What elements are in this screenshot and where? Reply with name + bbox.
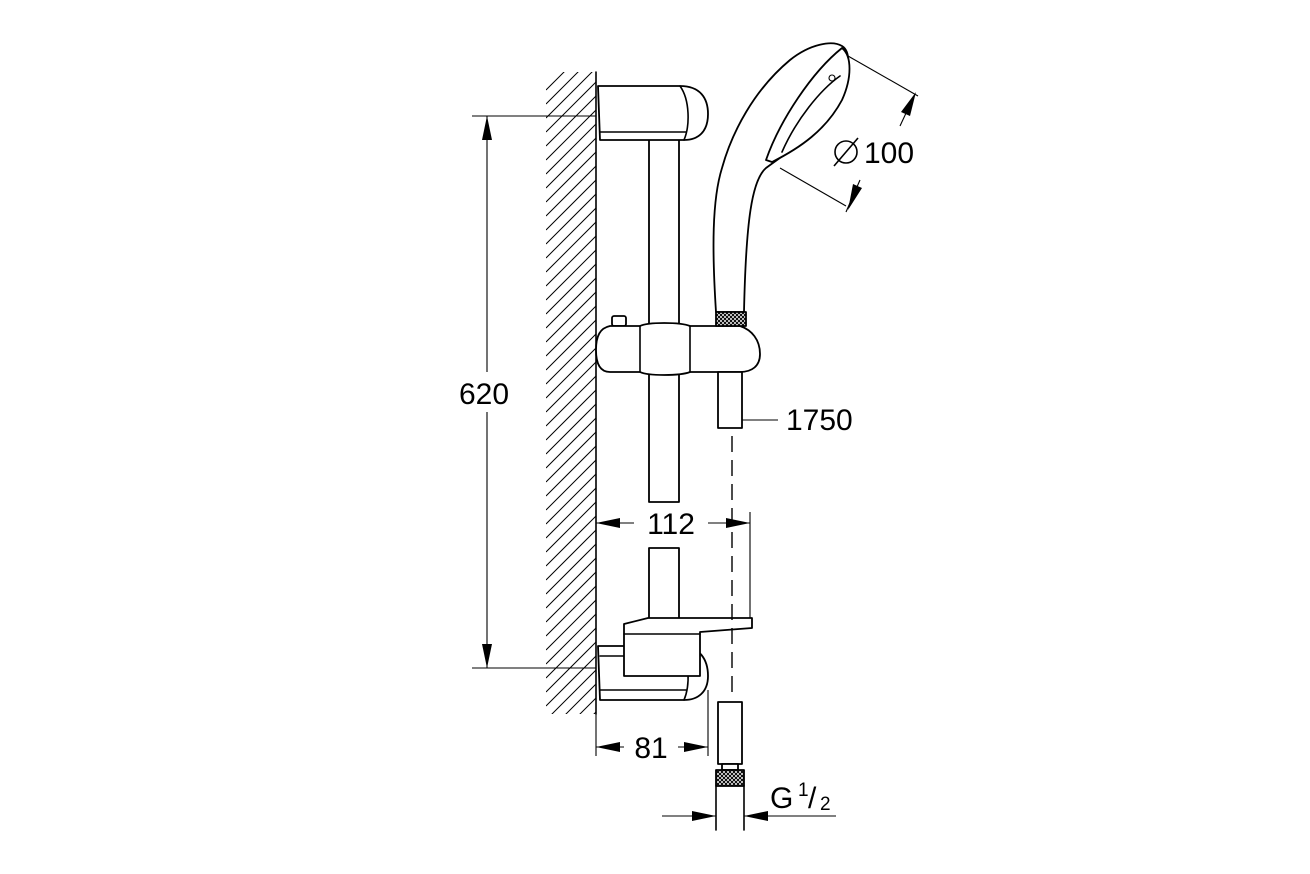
hatch-line [546, 543, 596, 595]
hatch-line [546, 179, 596, 231]
hatch-line [546, 72, 565, 91]
hand-shower [712, 42, 851, 429]
thread-slash-label: / [808, 782, 817, 815]
thread-denominator-label: 2 [820, 794, 831, 815]
hatch-line [546, 151, 596, 203]
knurl-line [729, 311, 745, 327]
knurl-line [727, 769, 745, 787]
knurl-line [741, 311, 747, 317]
dimension-100-label: 100 [864, 137, 914, 170]
knurl-line [739, 781, 745, 787]
hatch-line [546, 571, 596, 623]
hatch-line [546, 417, 596, 469]
hatch-line [546, 165, 596, 217]
hatch-line [546, 445, 596, 497]
hatch-line [546, 557, 596, 609]
hatch-line [546, 389, 596, 441]
hatch-line [546, 473, 596, 525]
knurl-line [735, 769, 745, 779]
hatch-line [546, 333, 596, 385]
dimension-81-label: 81 [634, 732, 667, 765]
hatch-line [546, 347, 596, 399]
hatch-line [546, 403, 596, 455]
hatch-line [546, 501, 596, 553]
hatch-line [546, 137, 596, 189]
hatch-line [546, 459, 596, 511]
knurl-line [723, 769, 741, 787]
hatch-line [546, 585, 596, 637]
thread-numerator-label: 1 [798, 780, 809, 801]
hatch-line [546, 72, 593, 119]
knurl-line [717, 311, 733, 327]
knurl-line [719, 769, 737, 787]
dimension-112-label: 112 [647, 508, 695, 541]
hatch-line [546, 95, 596, 147]
hatch-line [546, 72, 579, 105]
thread-prefix-label: G [770, 782, 793, 815]
hatch-line [546, 431, 596, 483]
hatch-line [546, 109, 596, 161]
slider [595, 315, 761, 376]
knurl-line [725, 311, 741, 327]
hatch-line [546, 515, 596, 567]
hatch-line [546, 627, 596, 679]
wall-hatching [546, 71, 597, 804]
hatch-line [551, 669, 596, 714]
hatch-line [546, 193, 596, 245]
dimension-thread [662, 811, 836, 821]
hatch-line [546, 277, 596, 329]
dimension-1750-label: 1750 [786, 404, 853, 437]
knurl-line [733, 311, 747, 325]
knurl-line [737, 317, 747, 327]
top-bracket [597, 85, 709, 141]
hatch-line [546, 487, 596, 539]
knurl-line [715, 769, 733, 787]
hose-connector [715, 701, 745, 831]
hatch-line [546, 375, 596, 427]
hatch-line [565, 683, 596, 714]
hatch-line [546, 754, 596, 804]
hatch-line [546, 123, 596, 175]
hatch-line [546, 599, 596, 651]
knurl-line [741, 321, 747, 327]
hatch-line [546, 263, 596, 315]
hatch-line [546, 361, 596, 413]
knurl-line [735, 777, 745, 787]
hatch-line [546, 655, 596, 707]
dimension-wall-projection-81 [595, 690, 709, 756]
slide-rail [648, 119, 680, 669]
hatch-line [546, 81, 596, 133]
dimension-620-label: 620 [459, 378, 509, 411]
hatch-line [546, 207, 596, 259]
hatch-line [546, 740, 596, 790]
knurl-line [721, 311, 737, 327]
dimension-head-diameter [779, 55, 919, 213]
hatch-line [546, 529, 596, 581]
hatch-line [546, 613, 596, 665]
hatch-line [546, 249, 596, 301]
knurl-line [733, 313, 747, 327]
knurl-line [739, 769, 745, 775]
hatch-line [593, 711, 596, 714]
knurl-line [715, 311, 729, 325]
hatch-line [546, 319, 596, 371]
hatch-line [546, 641, 596, 693]
hatch-line [546, 305, 596, 357]
dimension-projection-112 [596, 512, 751, 618]
dimension-rail-height [472, 115, 596, 669]
hatch-line [546, 235, 596, 287]
hatch-line [579, 697, 596, 714]
hatch-line [546, 291, 596, 343]
knurl-line [715, 313, 729, 327]
soap-dish [623, 617, 753, 677]
hatch-line [546, 726, 596, 776]
hatch-line [546, 221, 596, 273]
